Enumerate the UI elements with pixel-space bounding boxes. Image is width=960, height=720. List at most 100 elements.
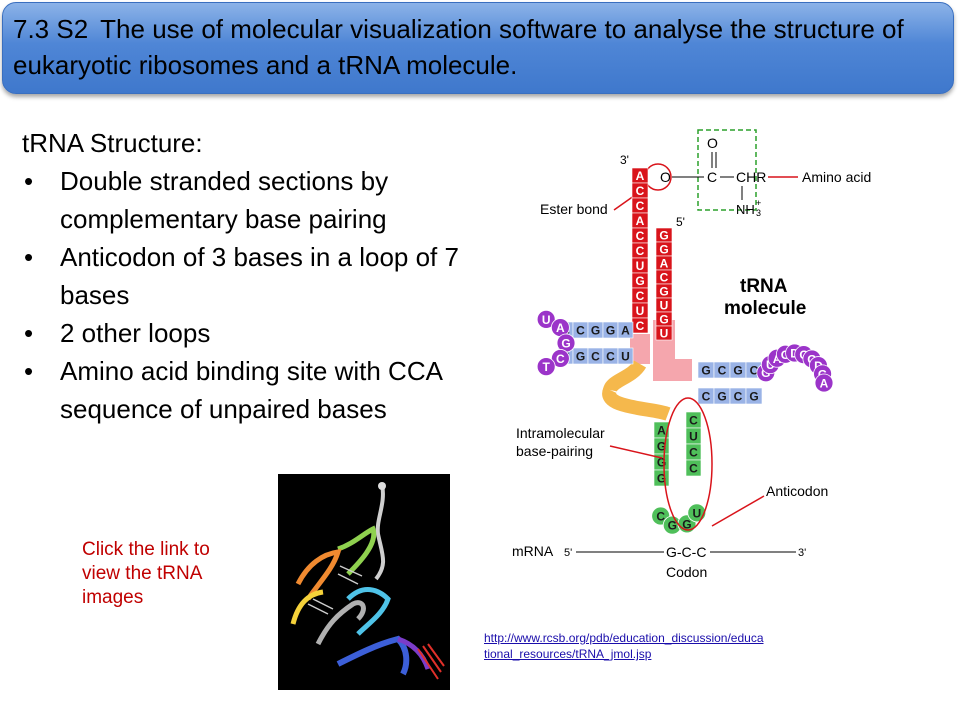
- label-ester-bond: Ester bond: [540, 201, 608, 217]
- t-arm-base: C: [702, 390, 711, 404]
- anticodon-loop-base: G: [668, 519, 677, 533]
- d-arm-base: C: [591, 350, 600, 364]
- trna-link[interactable]: http://www.rcsb.org/pdb/education_discus…: [484, 631, 764, 661]
- bullet-item: 2 other loops: [22, 314, 462, 352]
- acceptor-base: U: [636, 304, 645, 318]
- d-arm: CCGGAGGCCUUAGCT: [536, 309, 634, 377]
- d-arm-base: C: [576, 324, 585, 338]
- bullet-item: Amino acid binding site with CCA sequenc…: [22, 352, 462, 428]
- acceptor-base: C: [636, 229, 645, 243]
- label-codon: Codon: [666, 564, 707, 580]
- label-o-top: O: [707, 135, 718, 151]
- acceptor-base: G: [635, 274, 644, 288]
- d-arm-base-cell: [617, 347, 634, 365]
- t-arm-base: G: [749, 390, 758, 404]
- label-trna: tRNA: [740, 276, 788, 297]
- acceptor-base: C: [636, 244, 645, 258]
- t-loop-base: G: [761, 366, 770, 380]
- acceptor-base: A: [660, 257, 669, 271]
- anticodon-loop-base-circle: [687, 503, 707, 523]
- svg-text:+: +: [756, 198, 761, 208]
- label-5prime-top: 5': [676, 215, 685, 229]
- t-arm-base: C: [734, 390, 743, 404]
- label-intramolecular: Intramolecular: [516, 425, 605, 441]
- anticodon-arm-base: C: [689, 446, 698, 460]
- section-heading: tRNA Structure:: [22, 128, 203, 158]
- codon-sequence: G-C-C: [666, 544, 706, 560]
- acceptor-base: U: [660, 299, 669, 313]
- acceptor-base: C: [660, 271, 669, 285]
- t-arm-base: G: [701, 364, 710, 378]
- bullet-item: Anticodon of 3 bases in a loop of 7 base…: [22, 238, 462, 314]
- t-loop-base: A: [820, 377, 829, 391]
- acceptor-base: U: [636, 259, 645, 273]
- d-loop-base: C: [556, 352, 565, 366]
- label-mrna-3prime: 3': [798, 547, 806, 559]
- anticodon-arm-base: G: [657, 472, 666, 486]
- label-3prime-top: 3': [620, 153, 629, 167]
- anticodon-arm-base: G: [657, 440, 666, 454]
- acceptor-base-cell: [655, 325, 673, 341]
- d-loop-base: U: [542, 313, 551, 327]
- acceptor-base: U: [660, 327, 669, 341]
- base-pairing-ellipse: [663, 397, 713, 531]
- d-loop-base-circle: [536, 309, 556, 329]
- acceptor-base: G: [659, 285, 668, 299]
- label-o-link: O: [660, 169, 671, 185]
- d-arm-base: G: [591, 324, 600, 338]
- t-arm-base: C: [750, 364, 759, 378]
- anticodon-loop-base: U: [692, 506, 701, 520]
- t-arm-base: G: [717, 390, 726, 404]
- acceptor-base: G: [659, 229, 668, 243]
- d-loop-base: A: [556, 321, 565, 335]
- d-arm-base-cell: [617, 321, 634, 339]
- d-arm-base: A: [621, 324, 630, 338]
- acceptor-base: G: [659, 243, 668, 257]
- click-link-note: Click the link to view the tRNA images: [82, 539, 210, 608]
- d-loop-base: T: [542, 360, 550, 374]
- anticodon-arm-base: U: [689, 430, 698, 444]
- title-code: 7.3 S2: [13, 14, 89, 44]
- d-arm-base: C: [606, 350, 615, 364]
- t-arm-base: G: [733, 364, 742, 378]
- d-loop-base-circle: [536, 357, 556, 377]
- t-arm-base-cell: [745, 387, 763, 405]
- acceptor-base: A: [636, 214, 645, 228]
- label-base-pairing: base-pairing: [516, 443, 593, 459]
- bullet-list: Double stranded sections by complementar…: [22, 162, 462, 428]
- t-arm-base: C: [718, 364, 727, 378]
- d-arm-base: U: [621, 350, 630, 364]
- anticodon-arm-base: C: [689, 414, 698, 428]
- label-chr: CHR: [736, 169, 766, 185]
- anticodon-arm-base: A: [657, 424, 666, 438]
- acceptor-base: C: [636, 319, 645, 333]
- acceptor-base: G: [659, 313, 668, 327]
- label-nh3: NH: [736, 202, 755, 217]
- label-anticodon: Anticodon: [766, 483, 828, 499]
- d-loop-base: G: [561, 337, 570, 351]
- d-arm-base: G: [606, 324, 615, 338]
- trna-diagram: O O C CHR NH 3 + Amino acid 3' 5' Ester …: [512, 129, 871, 580]
- amino-acid-box: [697, 129, 757, 211]
- anticodon-loop-base: C: [656, 510, 665, 524]
- d-loop-base-circle: [550, 349, 570, 368]
- acceptor-base: C: [636, 184, 645, 198]
- acceptor-base: A: [636, 169, 645, 183]
- svg-text:3: 3: [756, 208, 761, 218]
- label-mrna: mRNA: [512, 543, 554, 559]
- trna-3d-image[interactable]: [278, 474, 450, 690]
- bullet-item: Double stranded sections by complementar…: [22, 162, 462, 238]
- anticodon-arm-base: G: [657, 456, 666, 470]
- content-text: tRNA Structure: Double stranded sections…: [22, 124, 462, 428]
- acceptor-base: C: [636, 199, 645, 213]
- trna-ribbon-image: [290, 482, 445, 680]
- t-arm: GCGCCGCGGUAGDCGDGA: [697, 343, 834, 405]
- d-arm-base: G: [576, 350, 585, 364]
- anticodon-loop-base: G: [682, 517, 691, 531]
- acceptor-base: C: [636, 289, 645, 303]
